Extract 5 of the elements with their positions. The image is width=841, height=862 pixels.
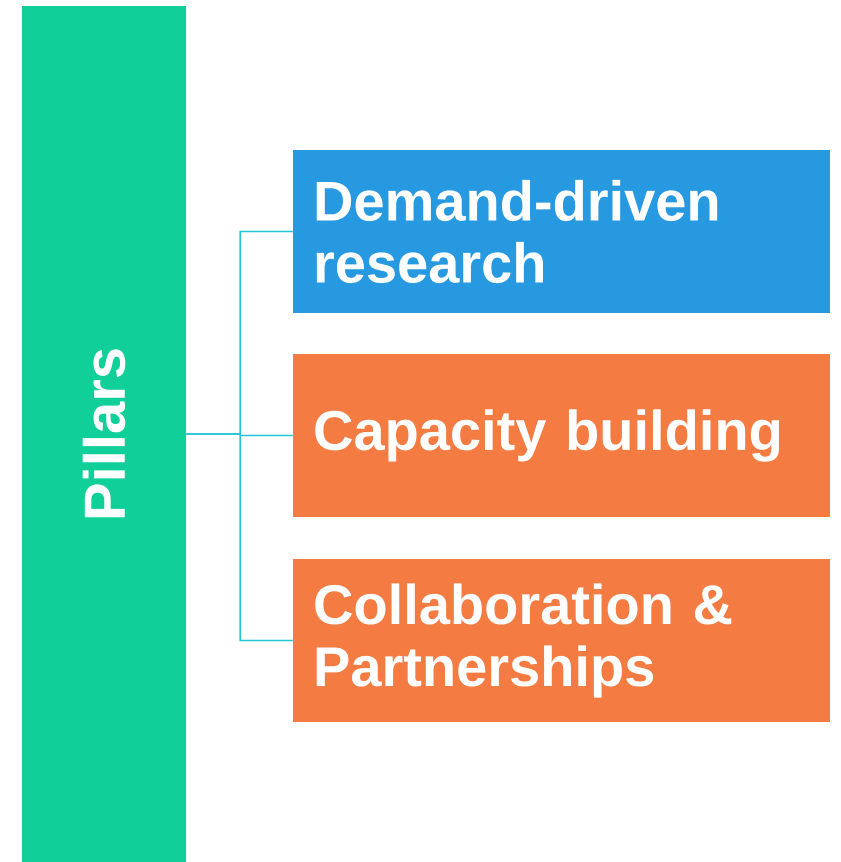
pillar-box: Collaboration & Partnerships bbox=[293, 559, 830, 722]
pillar-box: Demand-driven research bbox=[293, 150, 830, 313]
pillar-box: Capacity building bbox=[293, 354, 830, 517]
connector-line bbox=[186, 433, 293, 642]
pillar-bar: Pillars bbox=[22, 6, 186, 862]
